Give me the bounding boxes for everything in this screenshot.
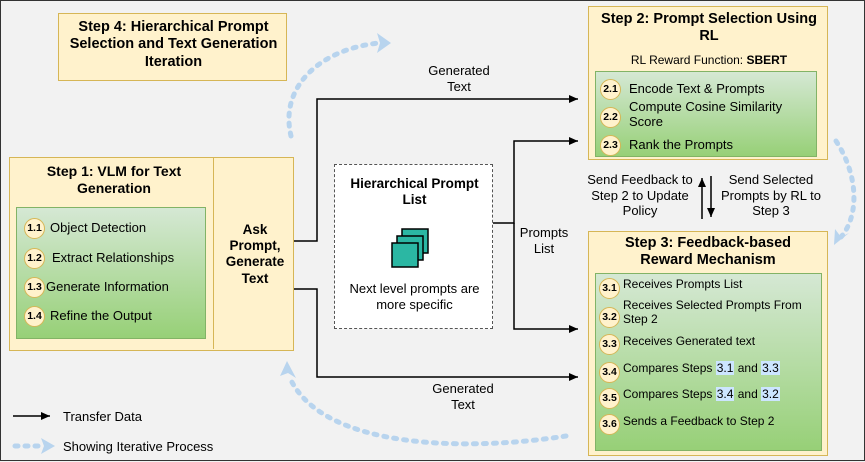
legend-transfer-label: Transfer Data: [63, 409, 142, 424]
step2-reward-prefix: RL Reward Function:: [630, 53, 747, 67]
step1-num-1: 1.1: [24, 218, 45, 239]
stacked-pages-icon: [391, 228, 429, 268]
step3-item-4: Compares Steps 3.1 and 3.3: [623, 361, 780, 376]
iterative-arc-bottom: [286, 373, 569, 447]
step3-num-1: 3.1: [599, 278, 620, 299]
step2-item-3: Rank the Prompts: [629, 137, 734, 152]
step1-item-1: Object Detection: [50, 220, 147, 235]
step2-title: Step 2: Prompt Selection Using RL: [601, 11, 817, 45]
hierarchical-desc: Next level prompts are more specific: [349, 281, 480, 312]
edge-feedback: Send Feedback to Step 2 to Update Policy: [587, 172, 693, 219]
step1-box: Step 1: VLM for Text Generation Ask Prom…: [9, 157, 294, 351]
step3-num-6: 3.6: [599, 414, 620, 435]
step3-box: Step 3: Feedback-based Reward Mechanism …: [588, 231, 828, 456]
step3-title: Step 3: Feedback-based Reward Mechanism: [625, 235, 791, 269]
step3-item-5-ref-b: 3.2: [761, 387, 780, 401]
step2-item-2: Compute Cosine Similarity Score: [629, 99, 783, 129]
iterative-arrowhead-right: [834, 229, 849, 245]
iterative-arc-top: [286, 40, 382, 139]
step3-item-4-ref-b: 3.3: [761, 361, 780, 375]
step3-item-3: Receives Generated text: [623, 334, 756, 348]
step2-reward: RL Reward Function: SBERT: [599, 53, 819, 67]
step2-box: Step 2: Prompt Selection Using RL RL Rew…: [588, 6, 828, 160]
step2-num-2: 2.2: [600, 107, 621, 128]
step3-item-1: Receives Prompts List: [623, 277, 743, 291]
step2-reward-value: SBERT: [746, 53, 788, 67]
step3-item-4-and: and: [734, 361, 762, 375]
step2-items-panel: 2.1 Encode Text & Prompts 2.2 Compute Co…: [595, 71, 817, 157]
edge-generated-top: Generated Text: [428, 63, 490, 94]
step3-item-5-prefix: Compares Steps: [623, 387, 716, 401]
arrow-prompts-to-step3: [513, 223, 578, 333]
step3-items-panel: 3.1 Receives Prompts List 3.2 Receives S…: [595, 273, 822, 451]
step3-item-5-ref-a: 3.4: [715, 387, 735, 401]
step3-item-4-ref-a: 3.1: [715, 361, 735, 375]
legend-iterative-label: Showing Iterative Process: [63, 439, 214, 454]
edge-prompts-list: Prompts List: [519, 225, 569, 256]
step4-box: Step 4: Hierarchical Prompt Selection an…: [58, 13, 287, 81]
step3-item-5: Compares Steps 3.4 and 3.2: [623, 387, 780, 402]
step3-item-6: Sends a Feedback to Step 2: [623, 414, 775, 428]
step1-item-3: Generate Information: [46, 279, 169, 294]
edge-generated-bottom: Generated Text: [432, 381, 494, 412]
step1-ask-label: Ask Prompt, Generate Text: [225, 222, 285, 286]
iterative-arrowhead-top: [377, 33, 391, 53]
iterative-arc-right: [833, 138, 857, 240]
step1-divider: [213, 158, 214, 349]
iterative-arrowhead-bottom: [280, 361, 296, 378]
step3-num-2: 3.2: [599, 307, 620, 328]
hierarchical-prompt-list: Hierarchical Prompt List Next level prom…: [334, 164, 493, 329]
step4-title: Step 4: Hierarchical Prompt Selection an…: [69, 19, 278, 70]
arrow-prompts-to-step2: [493, 137, 578, 224]
step3-item-4-prefix: Compares Steps: [623, 361, 716, 375]
step3-item-5-and: and: [734, 387, 762, 401]
step3-num-5: 3.5: [599, 388, 620, 409]
step1-items-panel: 1.1 Object Detection 1.2 Extract Relatio…: [16, 207, 206, 339]
step1-item-4: Refine the Output: [50, 308, 152, 323]
step2-num-3: 2.3: [600, 135, 621, 156]
step1-num-3: 1.3: [24, 277, 45, 298]
step1-num-4: 1.4: [24, 306, 45, 327]
step1-title: Step 1: VLM for Text Generation: [46, 163, 182, 196]
step3-num-3: 3.3: [599, 334, 620, 355]
step3-num-4: 3.4: [599, 362, 620, 383]
hierarchical-title: Hierarchical Prompt List: [350, 176, 479, 208]
step1-num-2: 1.2: [24, 248, 45, 269]
arrow-generated-top: [293, 95, 578, 242]
step1-item-2: Extract Relationships: [52, 250, 175, 265]
step2-num-1: 2.1: [600, 79, 621, 100]
arrow-generated-bottom: [293, 288, 578, 381]
step3-item-2: Receives Selected Prompts From Step 2: [623, 298, 802, 326]
edge-selected: Send Selected Prompts by RL to Step 3: [721, 172, 821, 219]
step2-item-1: Encode Text & Prompts: [629, 81, 765, 96]
